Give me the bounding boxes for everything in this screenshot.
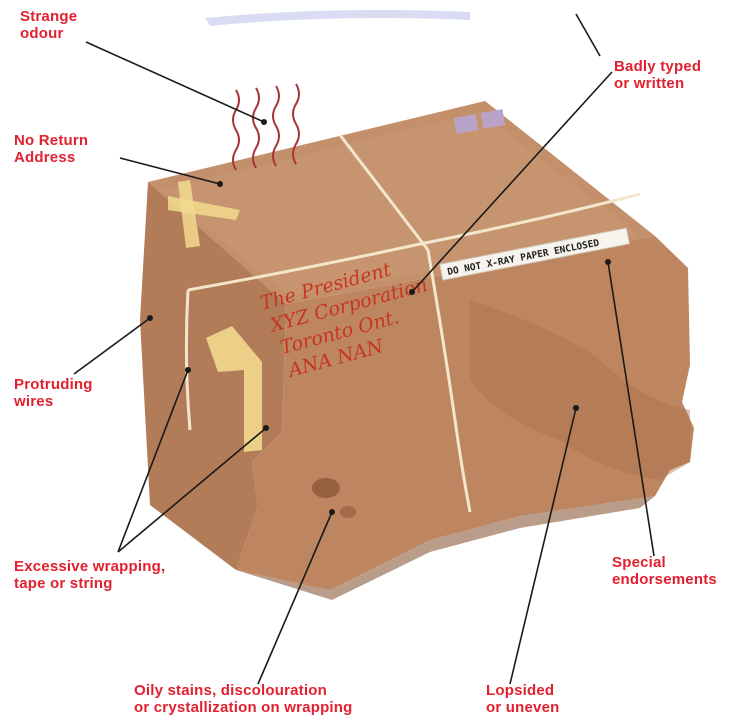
callout-excessive-wrapping: Excessive wrapping, tape or string: [14, 558, 165, 592]
decorative-swoosh: [205, 10, 470, 26]
callout-strange-odour: Strange odour: [20, 8, 77, 42]
callout-lopsided: Lopsided or uneven: [486, 682, 559, 716]
oily-stain: [312, 478, 340, 498]
leader-protruding-wires: [74, 318, 150, 374]
leader-strange-odour: [86, 42, 264, 122]
callout-oily-stains: Oily stains, discolouration or crystalli…: [134, 682, 353, 716]
callout-special-endorsements: Special endorsements: [612, 554, 717, 588]
oily-stain-small: [340, 506, 356, 518]
leader-badly-typed-top: [576, 14, 600, 56]
callout-no-return-address: No Return Address: [14, 132, 88, 166]
callout-protruding-wires: Protruding wires: [14, 376, 93, 410]
callout-badly-typed: Badly typed or written: [614, 58, 701, 92]
